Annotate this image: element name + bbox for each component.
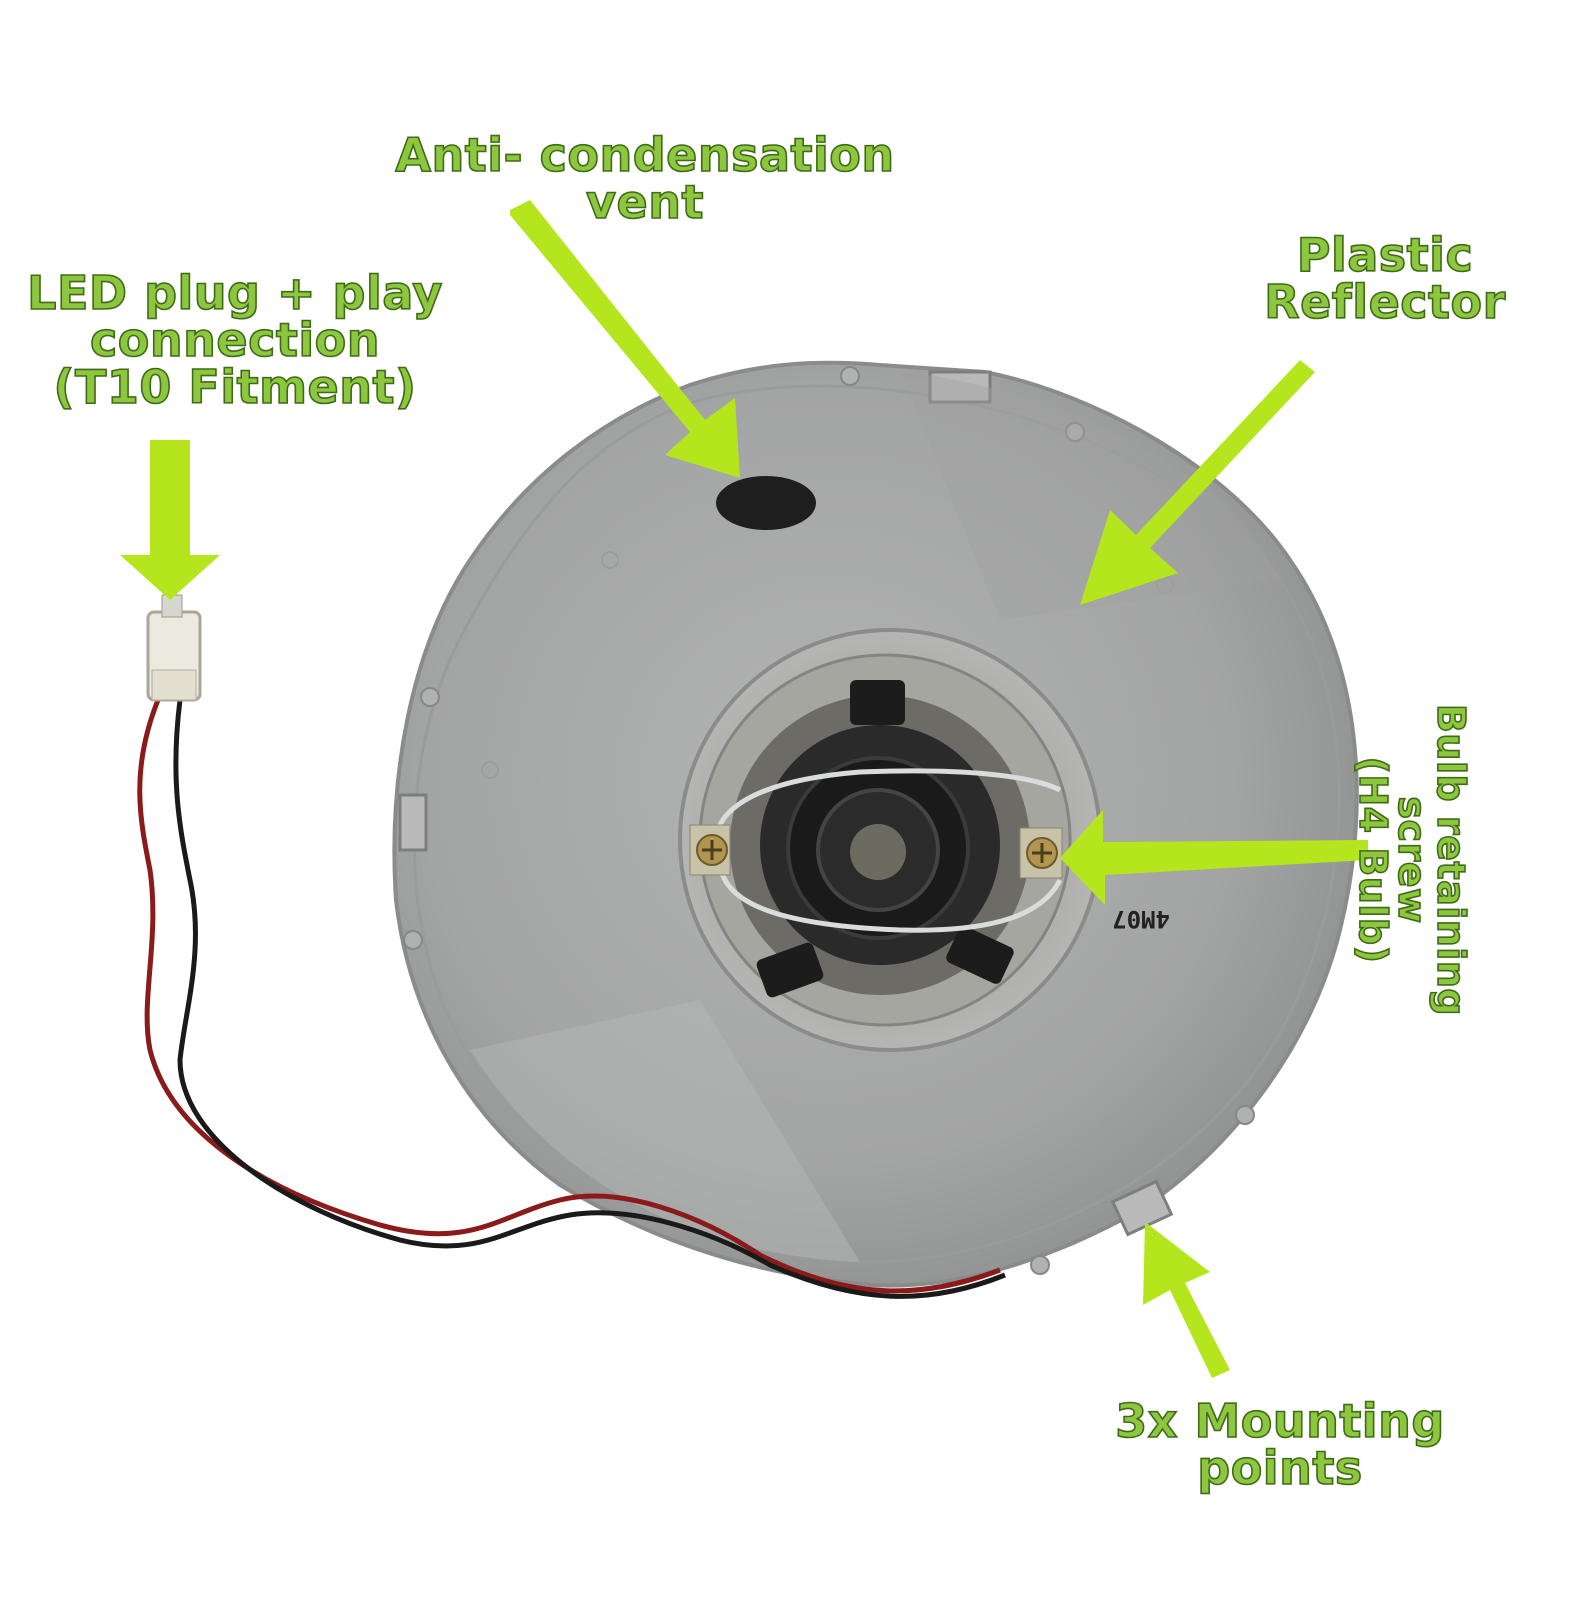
bulb-socket xyxy=(678,628,1102,1052)
label-mounting-points: 3x Mounting points xyxy=(1114,1394,1445,1495)
t10-connector xyxy=(146,594,202,702)
mounting-tab-bottom xyxy=(1110,1179,1174,1237)
mounting-tab-top xyxy=(928,370,992,404)
housing-marking: 4M07 xyxy=(1112,905,1170,933)
arrow-screw xyxy=(1060,810,1368,905)
bulb-retaining-screw xyxy=(1019,827,1063,879)
label-plastic-reflector: Plastic Reflector xyxy=(1263,228,1506,329)
mounting-tab-left xyxy=(398,793,428,852)
screw-left xyxy=(689,824,731,876)
retaining-clip xyxy=(713,768,1063,933)
arrow-led xyxy=(120,440,220,600)
arrow-vent xyxy=(510,200,740,478)
arrow-reflector xyxy=(1080,360,1315,605)
led-wires xyxy=(137,699,1006,1299)
label-bulb-retaining-screw-container: Bulb retaining screw (H4 Bulb) xyxy=(1351,640,1474,1080)
label-led-connection: LED plug + play connection (T10 Fitment) xyxy=(26,266,443,414)
condensation-vent xyxy=(716,476,816,530)
label-anti-condensation-vent: Anti- condensation vent xyxy=(395,128,895,229)
label-bulb-retaining-screw: Bulb retaining screw (H4 Bulb) xyxy=(1351,703,1474,1017)
arrow-mount xyxy=(1143,1222,1230,1378)
